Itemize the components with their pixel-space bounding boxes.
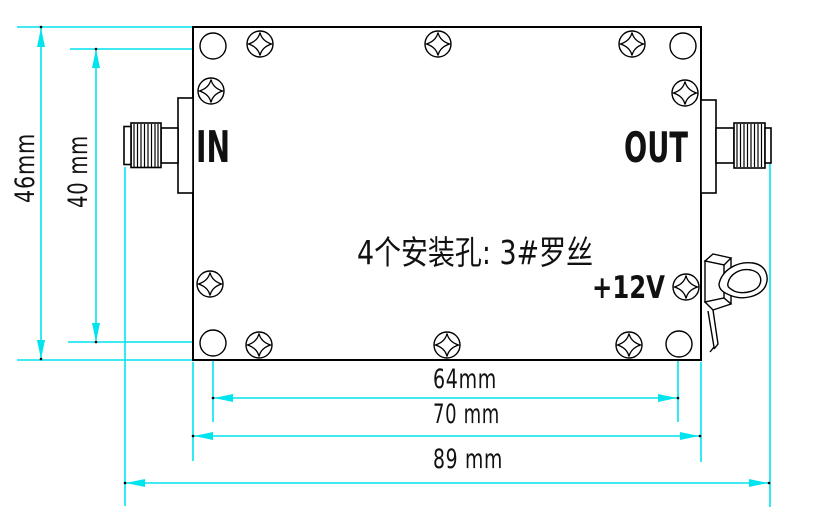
in-connector-threads xyxy=(133,124,159,167)
wire-loop-inner xyxy=(727,268,762,294)
dim-label-64mm: 64mm xyxy=(433,364,497,395)
in-connector-flange xyxy=(177,97,194,194)
out-connector-threads xyxy=(736,124,763,167)
phillips-screw-icon xyxy=(245,331,273,359)
phillips-screw-icon xyxy=(424,30,452,58)
out-connector-step xyxy=(715,127,735,164)
dim-label-89mm: 89 mm xyxy=(433,444,503,475)
dim-label-70mm: 70 mm xyxy=(433,399,500,430)
in-port-label: IN xyxy=(196,122,230,173)
phillips-screw-icon xyxy=(246,30,274,58)
phillips-screw-icon xyxy=(672,273,700,301)
in-connector xyxy=(123,97,194,194)
mounting-hole xyxy=(669,32,697,60)
mounting-hole xyxy=(199,32,227,60)
phillips-screw-icon xyxy=(197,77,225,105)
mounting-hole xyxy=(199,329,227,357)
out-connector-barrel xyxy=(733,122,766,169)
dim-ext-40mm xyxy=(68,48,215,343)
dimension-arrowheads xyxy=(37,28,768,487)
phillips-screw-icon xyxy=(615,331,643,359)
power-label: +12V xyxy=(592,270,665,306)
in-connector-barrel xyxy=(130,122,162,169)
dim-label-40mm: 40 mm xyxy=(63,135,94,208)
in-connector-step xyxy=(160,127,179,164)
phillips-screw-icon xyxy=(671,79,699,107)
mounting-note-label: 4个安装孔: 3#罗丝 xyxy=(357,233,593,272)
out-connector-cap xyxy=(764,127,772,164)
dim-ext-46mm xyxy=(17,26,193,361)
phillips-screw-icon xyxy=(196,270,224,298)
in-connector-cap xyxy=(123,125,132,166)
out-connector xyxy=(700,99,772,194)
dim-label-46mm: 46mm xyxy=(10,133,41,203)
out-port-label: OUT xyxy=(624,123,688,172)
dimension-lines xyxy=(17,26,771,507)
dim-ext-89mm xyxy=(124,148,771,507)
phillips-screw-icon xyxy=(433,331,461,359)
mounting-hole xyxy=(665,330,693,358)
out-connector-flange xyxy=(700,99,717,194)
terminal-wire-lead xyxy=(707,309,719,353)
phillips-screw-icon xyxy=(618,30,646,58)
power-terminal xyxy=(703,253,768,353)
dim-ext-70mm xyxy=(192,362,702,462)
module-housing-outline xyxy=(192,26,702,361)
